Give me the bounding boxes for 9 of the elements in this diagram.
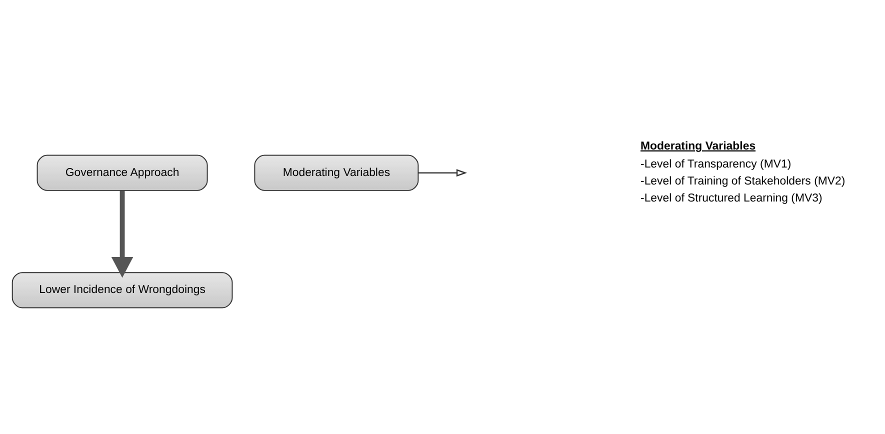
label: -Level of Structured Learning (MV3): [640, 192, 822, 205]
node-box: Governance Approach: [36, 154, 208, 191]
label: Moderating Variables: [640, 140, 756, 152]
arrow: [111, 190, 134, 278]
node-box: Moderating Variables: [254, 154, 419, 191]
label: -Level of Training of Stakeholders (MV2): [640, 175, 846, 188]
label: -Level of Transparency (MV1): [640, 158, 792, 170]
arrow: [418, 169, 468, 177]
node-box: Lower Incidence of Wrongdoings: [12, 272, 233, 308]
